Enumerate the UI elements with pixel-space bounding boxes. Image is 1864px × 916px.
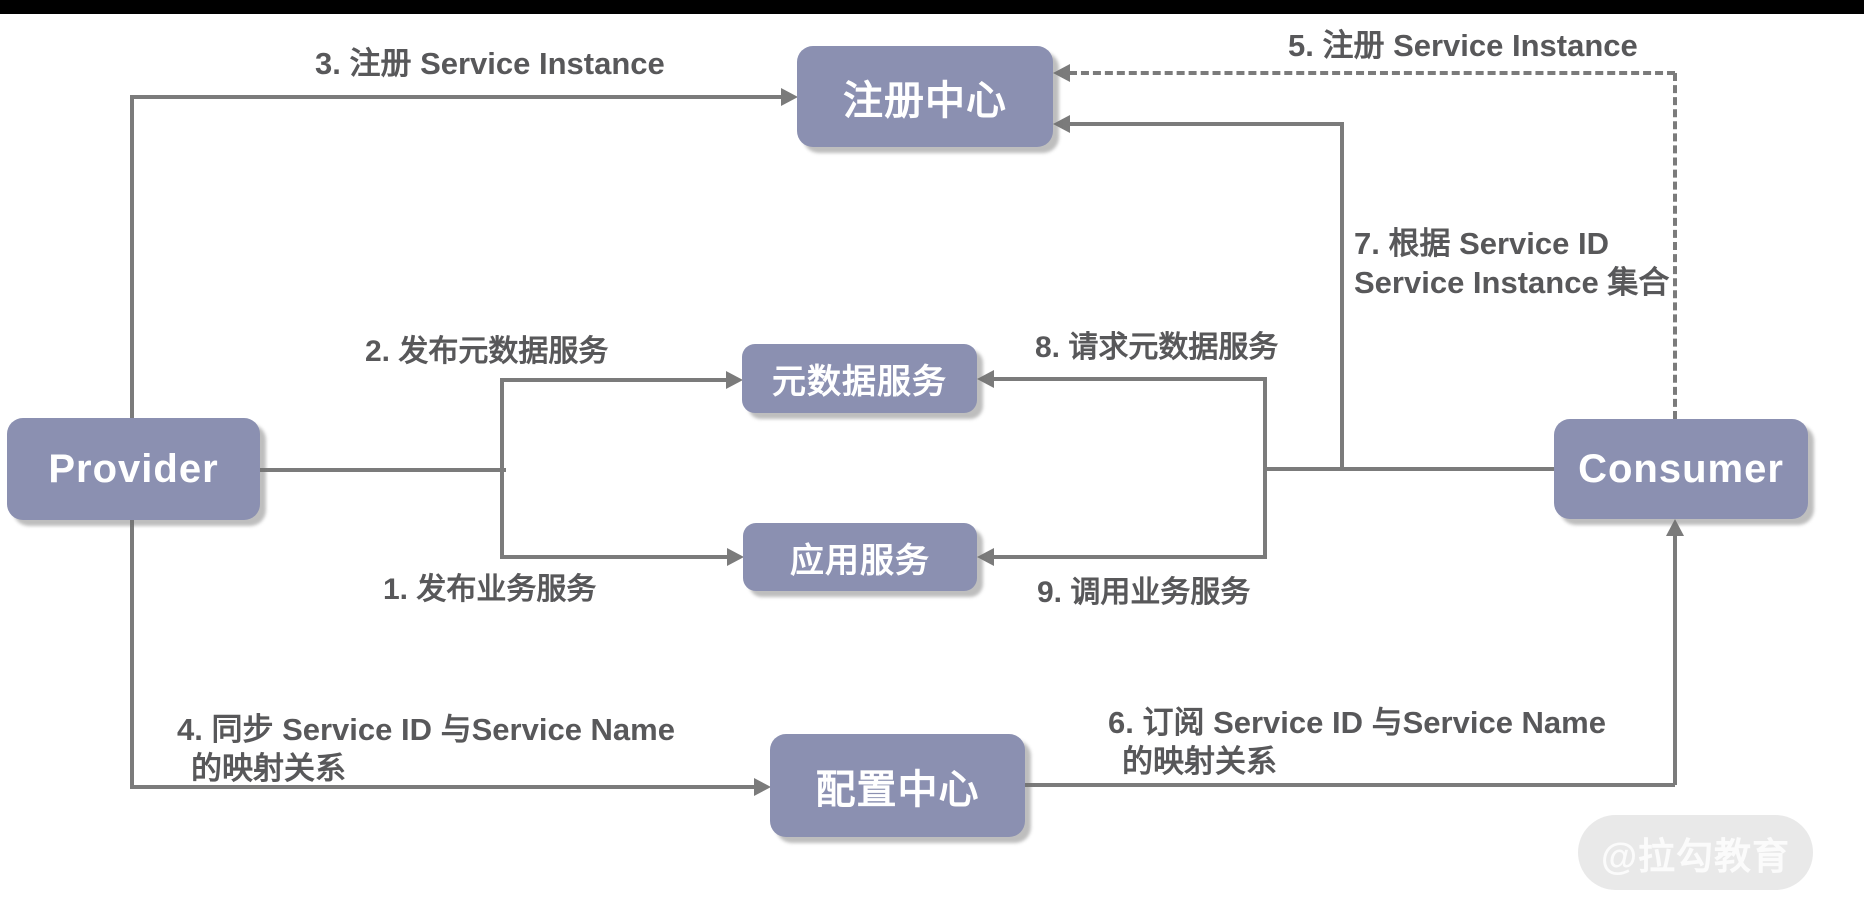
edge2-label: 2. 发布元数据服务 [365,335,609,368]
edge3-label: 3. 注册 Service Instance [315,46,665,81]
edge3-horizontal-line [130,95,781,99]
edge5-dashed-horizontal-line [1069,71,1675,75]
edge2-horizontal-line [500,378,726,382]
edge7-horizontal-line [1069,122,1342,126]
edge9-label: 9. 调用业务服务 [1037,576,1251,609]
edge9-horizontal-line [993,555,1265,559]
node-provider: Provider [7,418,260,520]
edge7-label-line2: Service Instance 集合 [1354,265,1670,300]
edge3-arrowhead [781,88,798,106]
edge4-label: 4. 同步 Service ID 与Service Name 的映射关系 [177,710,675,788]
edge1-arrowhead [727,548,744,566]
edge8-arrowhead [977,370,994,388]
edge5-arrowhead [1053,64,1070,82]
watermark-badge: @拉勾教育 [1578,815,1813,890]
provider-branch-stem-line [260,468,506,472]
edge4-horizontal-line [130,785,754,789]
edge8-horizontal-line [993,377,1265,381]
node-config-center: 配置中心 [770,734,1025,837]
edge4-arrowhead [754,778,771,796]
edge3-vertical-line [130,95,134,418]
edge6-arrowhead [1666,519,1684,536]
edge4-label-line1: 4. 同步 Service ID 与Service Name [177,712,675,747]
consumer-branch-stem-line [1263,467,1554,471]
node-registry-center: 注册中心 [797,46,1053,147]
edge6-vertical-line [1673,535,1677,785]
edge8-label: 8. 请求元数据服务 [1035,331,1279,364]
edge1-label: 1. 发布业务服务 [383,573,597,606]
edge6-horizontal-line [1025,783,1675,787]
edge7-arrowhead [1053,115,1070,133]
edge6-label-line1: 6. 订阅 Service ID 与Service Name [1108,705,1606,740]
edge6-label-line2: 的映射关系 [1122,744,1277,779]
node-metadata-service: 元数据服务 [742,344,977,413]
node-consumer: Consumer [1554,419,1808,519]
edge1-horizontal-line [500,555,727,559]
provider-branch-vertical-line [500,378,504,559]
edge7-label-line1: 7. 根据 Service ID [1354,226,1610,261]
edge9-arrowhead [977,548,994,566]
edge7-vertical-line [1340,122,1344,471]
node-application-service: 应用服务 [743,523,977,591]
edge5-label: 5. 注册 Service Instance [1288,28,1638,63]
edge7-label: 7. 根据 Service ID Service Instance 集合 [1354,224,1669,302]
edge5-dashed-vertical-line [1673,73,1677,419]
top-black-bar [0,0,1864,14]
edge6-label: 6. 订阅 Service ID 与Service Name 的映射关系 [1108,703,1606,781]
edge4-vertical-line [130,520,134,789]
edge2-arrowhead [726,371,743,389]
edge4-label-line2: 的映射关系 [191,751,346,786]
watermark-text: @拉勾教育 [1600,835,1791,877]
consumer-branch-vertical-line [1263,377,1267,559]
